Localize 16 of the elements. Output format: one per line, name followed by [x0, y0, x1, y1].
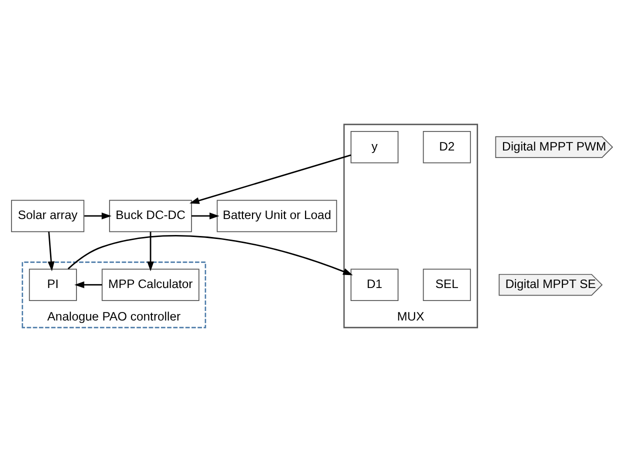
arrow: [192, 212, 220, 220]
arrow: [74, 281, 102, 288]
arrow: [68, 235, 353, 276]
arrow: [190, 154, 352, 204]
node-box: D1: [350, 268, 398, 301]
node-box: Battery Unit or Load: [216, 200, 338, 232]
arrow: [147, 232, 154, 272]
node-box: PI: [28, 268, 77, 301]
node-box: MPP Calculator: [102, 268, 200, 301]
arrow: [84, 212, 112, 220]
arrow: [48, 232, 55, 272]
node-box: D2: [422, 131, 471, 164]
node-box: SEL: [422, 268, 471, 301]
node-box: y: [350, 131, 398, 164]
node-box: Buck DC-DC: [109, 200, 192, 232]
node-box: Solar array: [11, 200, 84, 232]
